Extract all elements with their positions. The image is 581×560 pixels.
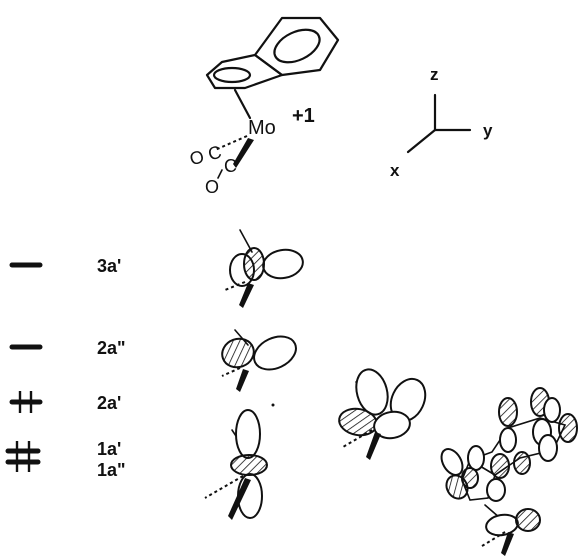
orbital-3a-prime xyxy=(224,229,304,308)
orbital-2a-prime xyxy=(338,368,427,460)
level-label-1a-prime: 1a' xyxy=(97,439,121,459)
molecule-structure xyxy=(205,16,340,179)
axis-x-label: x xyxy=(390,161,400,180)
orbital-1a-prime xyxy=(204,409,268,520)
level-label-2a-prime: 2a' xyxy=(97,393,121,413)
energy-levels xyxy=(5,262,43,472)
level-label-1a-double-prime: 1a" xyxy=(97,460,126,480)
x-axis-line xyxy=(406,128,437,154)
axis-y-label: y xyxy=(483,121,493,140)
charge-label: +1 xyxy=(292,105,315,127)
metal-label: Mo xyxy=(248,117,276,139)
axis-system xyxy=(406,93,472,154)
level-label-2a-double-prime: 2a" xyxy=(97,338,126,358)
carbonyl-oxygen-label: O xyxy=(205,177,219,197)
level-label-3a-prime: 3a' xyxy=(97,256,121,276)
mo-ring-bond xyxy=(233,88,252,120)
co-wedge-bond xyxy=(233,138,254,168)
benzene-inner-circle xyxy=(273,28,321,64)
axis-z-label: z xyxy=(430,65,439,84)
orbital-2a-double-prime xyxy=(221,329,297,392)
stray-dot xyxy=(271,403,275,407)
carbonyl-right-label: C xyxy=(224,156,237,176)
carbonyl-left-label: O C xyxy=(187,142,223,170)
co-o-bond xyxy=(217,169,223,179)
benzene-ring xyxy=(253,16,340,77)
ligand-pi-orbital xyxy=(440,387,578,556)
cp-inner-circle xyxy=(212,66,252,84)
cyclopentadienyl-ring xyxy=(205,53,284,90)
